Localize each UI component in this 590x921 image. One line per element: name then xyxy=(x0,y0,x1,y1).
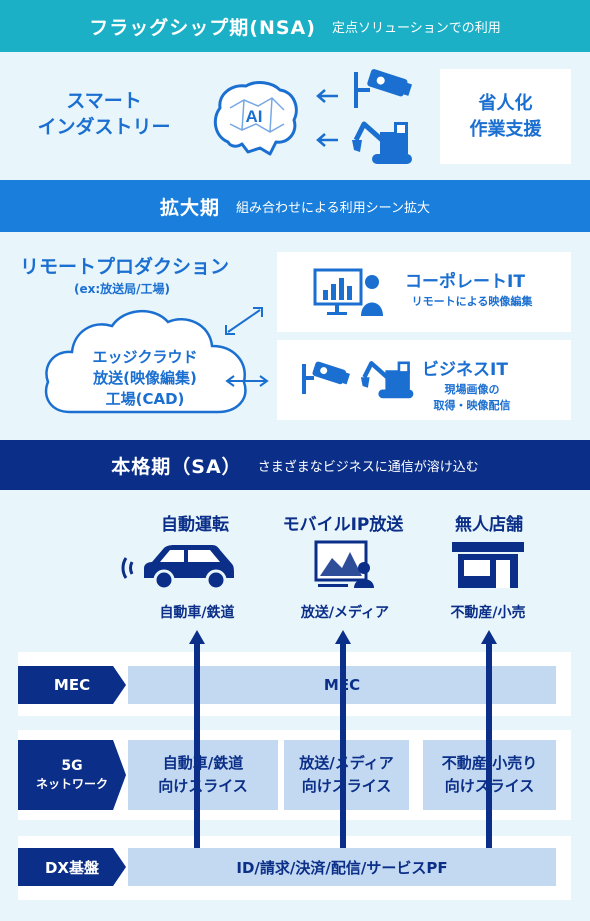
car-icon xyxy=(121,545,234,591)
phase-subtitle: 定点ソリューションでの利用 xyxy=(331,20,501,36)
connector-line xyxy=(486,640,492,848)
double-arrow-icon xyxy=(225,375,269,387)
business-it-heading: ビジネスIT xyxy=(422,360,508,380)
cell-line: 自動車/鉄道 xyxy=(162,754,244,772)
arrow-left-icon xyxy=(316,133,338,147)
corporate-it-box: コーポレートIT リモートによる映像編集 xyxy=(277,252,571,332)
security-camera-icon xyxy=(354,69,413,108)
double-arrow-icon xyxy=(225,307,263,335)
labor-saving-box: 省人化 作業支援 xyxy=(440,69,571,164)
mec-layer-label: MEC xyxy=(18,666,126,704)
dx-layer: DX基盤 ID/請求/決済/配信/サービスPF xyxy=(18,836,571,900)
desc-line: 現場画像の xyxy=(444,383,500,396)
full-section: 自動運転 モバイルIP放送 無人店舗 自動車/鉄道 放送/メディア 不動産/小売… xyxy=(0,490,590,921)
cell-line: 放送/メディア xyxy=(299,754,394,772)
ai-brain-icon: AI xyxy=(213,81,298,156)
cloud-line: 工場(CAD) xyxy=(105,390,185,408)
service-sub-mobile-ip: 放送/メディア xyxy=(300,605,390,621)
network-layer-label: 5G ネットワーク xyxy=(18,740,126,810)
arrow-up-icon xyxy=(189,630,205,644)
business-it-desc: 現場画像の 取得・映像配信 xyxy=(387,382,557,414)
cell-line: 向けスライス xyxy=(158,777,248,795)
arrow-left-icon xyxy=(316,89,338,103)
phase-subtitle: さまざまなビジネスに通信が溶け込む xyxy=(257,459,479,475)
box-line: 省人化 xyxy=(478,92,533,114)
slice-cell-media: 放送/メディア向けスライス xyxy=(284,740,409,810)
service-title-mobile-ip: モバイルIP放送 xyxy=(282,515,404,535)
presentation-icon xyxy=(313,268,383,316)
arrow-up-icon xyxy=(481,630,497,644)
desc-line: 取得・映像配信 xyxy=(433,399,511,412)
label-line: スマート xyxy=(66,90,142,112)
cloud-line: エッジクラウド xyxy=(92,348,198,366)
remote-production-title: リモートプロダクション xyxy=(20,256,230,278)
connector-line xyxy=(194,640,200,848)
phase-title: フラッグシップ期(NSA) xyxy=(89,16,316,39)
cloud-line: 放送(映像編集) xyxy=(93,369,197,387)
box-line: 作業支援 xyxy=(469,118,542,140)
cell-line: 向けスライス xyxy=(301,777,392,795)
service-title-unmanned-store: 無人店舗 xyxy=(455,515,523,535)
connector-line xyxy=(340,640,346,848)
service-sub-autonomous: 自動車/鉄道 xyxy=(159,605,235,621)
phase-title: 拡大期 xyxy=(160,196,221,219)
arrow-up-icon xyxy=(335,630,351,644)
corporate-it-heading: コーポレートIT xyxy=(405,272,525,292)
label-line: 5G xyxy=(61,758,83,774)
flagship-section: スマート インダストリー AI 省人化 作業支援 xyxy=(0,52,590,180)
desc-line: リモートによる映像編集 xyxy=(411,295,533,308)
corporate-it-desc: リモートによる映像編集 xyxy=(387,294,557,310)
phase-subtitle: 組み合わせによる利用シーン拡大 xyxy=(236,200,430,216)
service-title-autonomous: 自動運転 xyxy=(161,515,229,535)
smart-industry-label: スマート インダストリー xyxy=(24,88,184,140)
excavator-icon xyxy=(360,361,414,399)
phase-banner-full: 本格期（SA） さまざまなビジネスに通信が溶け込む xyxy=(0,440,590,490)
dx-cell: ID/請求/決済/配信/サービスPF xyxy=(128,848,556,886)
phase-banner-flagship: フラッグシップ期(NSA) 定点ソリューションでの利用 xyxy=(0,0,590,52)
phase-banner-expansion: 拡大期 組み合わせによる利用シーン拡大 xyxy=(0,180,590,232)
label-line: ネットワーク xyxy=(35,777,108,791)
remote-production-subtitle: (ex:放送局/工場) xyxy=(74,282,171,296)
store-icon xyxy=(452,542,524,588)
slice-cell-automotive: 自動車/鉄道向けスライス xyxy=(128,740,278,810)
label-line: インダストリー xyxy=(37,116,171,138)
broadcast-screen-icon xyxy=(314,540,374,588)
expansion-section: リモートプロダクション (ex:放送局/工場) エッジクラウド 放送(映像編集)… xyxy=(0,232,590,440)
business-it-box: ビジネスIT 現場画像の 取得・映像配信 xyxy=(277,340,571,420)
edge-cloud-label: エッジクラウド 放送(映像編集) 工場(CAD) xyxy=(60,347,230,410)
dx-layer-label: DX基盤 xyxy=(18,848,126,886)
excavator-icon xyxy=(352,121,412,164)
security-camera-icon xyxy=(302,361,350,394)
phase-title: 本格期（SA） xyxy=(111,455,242,478)
ai-label: AI xyxy=(246,107,263,126)
service-sub-unmanned-store: 不動産/小売 xyxy=(450,605,526,621)
